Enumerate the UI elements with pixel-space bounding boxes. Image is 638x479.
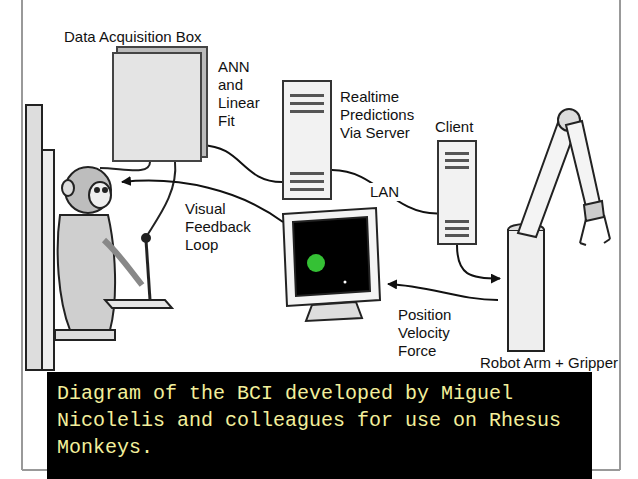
robot-arm: Robot Arm + Gripper bbox=[500, 105, 618, 353]
robot-part bbox=[566, 121, 600, 207]
connector bbox=[457, 245, 500, 279]
connector bbox=[332, 170, 437, 214]
node-label: ANN and Linear Fit bbox=[218, 58, 276, 130]
frame-line bbox=[21, 0, 23, 470]
robot-part bbox=[508, 230, 544, 351]
robot-part bbox=[580, 239, 610, 245]
node-label: Data Acquisition Box bbox=[64, 28, 202, 46]
connector bbox=[202, 146, 282, 183]
drive-slot bbox=[290, 110, 324, 113]
client-tower: Client bbox=[437, 140, 477, 245]
acquisition-box: Data Acquisition Box bbox=[112, 52, 202, 162]
server-tower: ANN and Linear Fit bbox=[282, 80, 332, 200]
drive-slot bbox=[290, 102, 324, 105]
drive-slot bbox=[445, 152, 469, 155]
annotation: Visual Feedback Loop bbox=[185, 200, 257, 254]
monitor bbox=[283, 208, 380, 321]
drive-slot bbox=[290, 180, 324, 183]
node-label: Client bbox=[435, 118, 473, 136]
node-label: Robot Arm + Gripper bbox=[480, 354, 618, 372]
drive-slot bbox=[290, 188, 324, 191]
robot-part bbox=[584, 201, 604, 221]
robot-part bbox=[580, 215, 610, 243]
frame-line bbox=[619, 0, 621, 470]
feedback-arrow bbox=[388, 284, 498, 300]
robot-arm-outline bbox=[500, 105, 618, 353]
edge-label: LAN bbox=[368, 183, 401, 201]
drive-slot bbox=[290, 94, 324, 97]
drive-slot bbox=[290, 172, 324, 175]
drive-slot bbox=[445, 227, 469, 230]
annotation: Realtime Predictions Via Server bbox=[340, 88, 432, 142]
drive-slot bbox=[445, 166, 469, 169]
drive-slot bbox=[445, 159, 469, 162]
drive-slot bbox=[445, 220, 469, 223]
annotation: Position Velocity Force bbox=[398, 306, 470, 360]
caption-band: Diagram of the BCI developed by Miguel N… bbox=[47, 372, 592, 479]
caption: Diagram of the BCI developed by Miguel N… bbox=[57, 380, 582, 461]
drive-slot bbox=[445, 234, 469, 237]
